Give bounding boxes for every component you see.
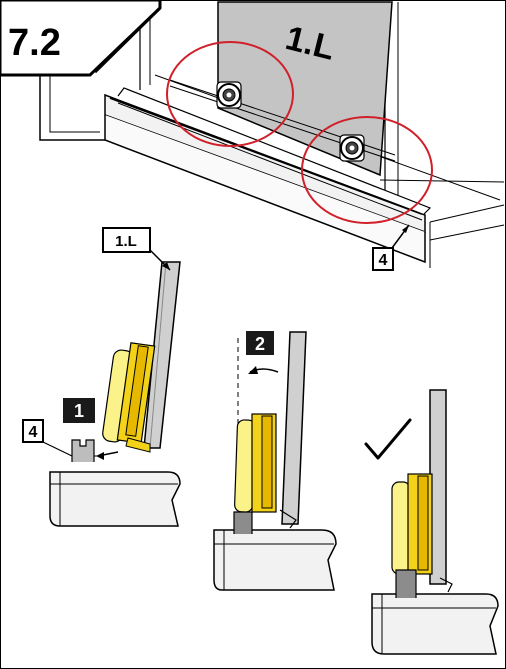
glass-panel [217, 1, 393, 177]
profile-tag-top: 4 [379, 252, 388, 269]
detail-step-two: 2 [213, 331, 337, 591]
roller-wheel [216, 81, 242, 109]
profile-tag-left: 4 [29, 424, 38, 441]
detail-step-one: 1 4 1.L [22, 227, 181, 527]
highlight-circle [301, 116, 433, 224]
step-one-badge: 1 [74, 401, 84, 421]
detail-complete [364, 389, 499, 655]
step-number: 7.2 [8, 22, 61, 64]
step-two-badge: 2 [255, 334, 265, 354]
top-scene: 1.L 4 [39, 1, 505, 271]
highlight-circle [166, 41, 294, 147]
checkmark-icon [364, 418, 412, 460]
step-badge: 7.2 [0, 0, 162, 77]
roller-wheel [339, 134, 365, 162]
panel-tag: 1.L [115, 233, 137, 250]
